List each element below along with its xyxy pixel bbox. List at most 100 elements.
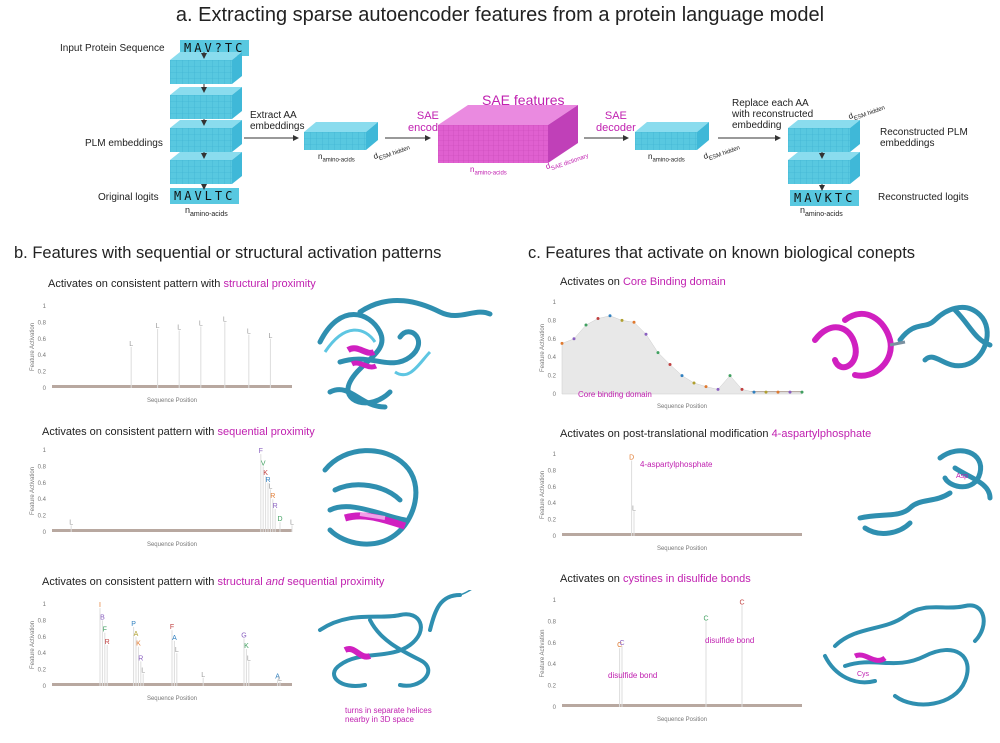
bar-label-b3-8: L bbox=[141, 668, 145, 675]
plm-embeddings-label: PLM embeddings bbox=[85, 138, 163, 149]
y-tick-c3-5: 1 bbox=[553, 598, 557, 604]
bar-label-b2-7: R bbox=[273, 503, 278, 510]
y-tick-c2-0: 0 bbox=[553, 534, 557, 540]
sequence-strip-c2 bbox=[562, 533, 802, 536]
y-tick-b2-2: 0.4 bbox=[38, 497, 47, 503]
bar-label-c2-0: D bbox=[629, 455, 634, 462]
bar-label-b3-15: L bbox=[247, 655, 251, 662]
y-tick-c2-3: 0.6 bbox=[548, 485, 557, 491]
bar-label-b2-1: F bbox=[259, 448, 263, 455]
area-point-c1-17 bbox=[764, 390, 768, 394]
disulfide-annotation-2: disulfide bond bbox=[705, 636, 755, 645]
bar-label-c3-2: C bbox=[703, 615, 708, 622]
sequence-strip-b1 bbox=[52, 385, 292, 388]
x-axis-title-b2: Sequence Position bbox=[147, 542, 197, 548]
bar-label-b2-6: R bbox=[270, 493, 275, 500]
y-tick-b1-3: 0.6 bbox=[38, 337, 47, 343]
bar-label-b2-0: L bbox=[69, 519, 73, 526]
original-logits-sequence: MAVLTC bbox=[170, 188, 240, 204]
y-axis-title-b2: Feature Activation bbox=[30, 467, 36, 515]
n-amino-acids-label: namino-acids bbox=[185, 205, 228, 218]
y-tick-b3-3: 0.6 bbox=[38, 635, 47, 641]
bar-label-b2-8: D bbox=[277, 516, 282, 523]
bar-label-c2-1: L bbox=[632, 505, 636, 512]
bar-label-b1-3: L bbox=[199, 321, 203, 328]
input-sequence-label: Input Protein Sequence bbox=[60, 43, 165, 54]
y-tick-c2-2: 0.4 bbox=[548, 501, 557, 507]
area-point-c1-10 bbox=[680, 374, 684, 378]
y-tick-c1-1: 0.2 bbox=[548, 374, 557, 380]
bar-label-b3-0: I bbox=[99, 602, 101, 609]
area-point-c1-14 bbox=[728, 374, 732, 378]
bar-label-b3-9: F bbox=[170, 624, 174, 631]
bar-label-c3-1: C bbox=[619, 640, 624, 647]
area-point-c1-7 bbox=[644, 332, 648, 336]
y-tick-c1-0: 0 bbox=[553, 392, 557, 398]
bar-label-b2-5: L bbox=[268, 483, 272, 490]
area-point-c1-9 bbox=[668, 363, 672, 367]
area-c1 bbox=[561, 315, 803, 395]
area-point-c1-13 bbox=[716, 387, 720, 391]
y-axis-title-c2: Feature Activation bbox=[540, 471, 546, 519]
structure-b3 bbox=[318, 590, 472, 688]
y-tick-c3-4: 0.8 bbox=[548, 619, 557, 625]
y-tick-b1-4: 0.8 bbox=[38, 320, 47, 326]
n-amino-acids-sae-label: namino-acids bbox=[470, 165, 507, 177]
y-tick-c2-5: 1 bbox=[553, 452, 557, 458]
y-tick-b3-5: 1 bbox=[43, 602, 47, 608]
structure-c1 bbox=[812, 304, 993, 379]
bar-label-b3-5: A bbox=[134, 631, 139, 638]
area-point-c1-4 bbox=[608, 314, 612, 318]
panel-a-diagram bbox=[170, 52, 860, 191]
area-point-c1-15 bbox=[740, 387, 744, 391]
bar-label-b3-13: G bbox=[241, 632, 246, 639]
bar-label-b3-1: B bbox=[100, 614, 105, 621]
x-axis-title-b1: Sequence Position bbox=[147, 398, 197, 404]
y-axis-title-c1: Feature Activation bbox=[540, 324, 546, 372]
disulfide-annotation-1: disulfide bond bbox=[608, 671, 658, 680]
y-axis-title-b1: Feature Activation bbox=[30, 323, 36, 371]
reconstructed-logits-sequence: MAVKTC bbox=[790, 190, 860, 206]
bar-label-c3-0: C bbox=[617, 642, 622, 649]
area-point-c1-12 bbox=[704, 385, 708, 389]
panel-b1-title: Activates on consistent pattern with str… bbox=[48, 278, 316, 290]
x-axis-title-c3: Sequence Position bbox=[657, 717, 707, 723]
x-axis-title-c1: Sequence Position bbox=[657, 404, 707, 410]
bar-label-b3-16: A bbox=[275, 673, 280, 680]
y-tick-b2-1: 0.2 bbox=[38, 514, 47, 520]
area-point-c1-5 bbox=[620, 318, 624, 322]
bar-label-b3-10: A bbox=[172, 635, 177, 642]
panel-b3-title: Activates on consistent pattern with str… bbox=[42, 576, 385, 588]
area-point-c1-2 bbox=[584, 323, 588, 327]
bar-label-b3-11: L bbox=[175, 647, 179, 654]
original-logits-label: Original logits bbox=[98, 192, 159, 203]
n-amino-acids-label-3: namino-acids bbox=[648, 152, 685, 164]
bar-label-b1-4: L bbox=[223, 316, 227, 323]
plm-layer-stack bbox=[170, 52, 242, 190]
sae-feature-block bbox=[438, 105, 578, 163]
y-axis-title-b3: Feature Activation bbox=[30, 621, 36, 669]
area-point-c1-3 bbox=[596, 317, 600, 321]
bar-label-b3-4: P bbox=[131, 621, 136, 628]
bar-label-c3-3: C bbox=[739, 599, 744, 606]
area-point-c1-6 bbox=[632, 320, 636, 324]
y-tick-b2-3: 0.6 bbox=[38, 481, 47, 487]
y-tick-b1-1: 0.2 bbox=[38, 370, 47, 376]
structure-c2: Asp bbox=[857, 448, 993, 536]
sequence-strip-c3 bbox=[562, 704, 802, 707]
bar-label-b3-7: R bbox=[138, 655, 143, 662]
panel-a-title: a. Extracting sparse autoencoder feature… bbox=[175, 4, 825, 26]
sequence-strip-b2 bbox=[52, 529, 292, 532]
extracted-embeddings bbox=[304, 122, 378, 150]
y-axis-title-c3: Feature Activation bbox=[540, 629, 546, 677]
y-tick-b2-5: 1 bbox=[43, 448, 47, 454]
